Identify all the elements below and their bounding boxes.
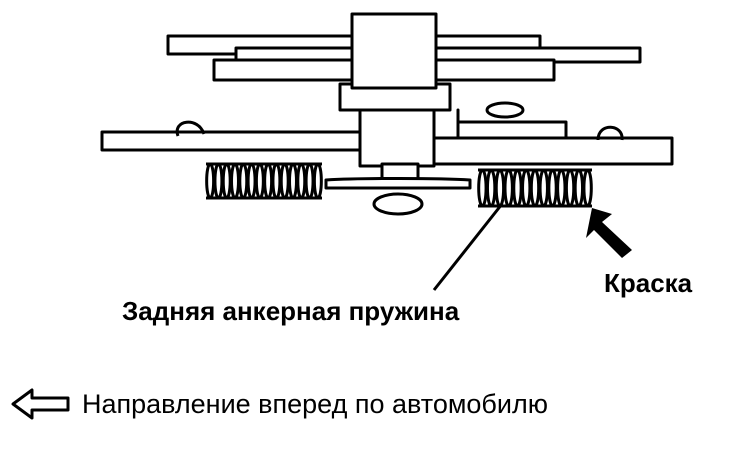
spring-coil <box>254 162 265 200</box>
main-lever-plate <box>100 130 362 152</box>
spring-coil <box>512 168 523 208</box>
spring-coil <box>477 168 488 208</box>
spring-coil <box>279 162 290 200</box>
right-coil-spring <box>477 168 593 208</box>
lower-washer <box>372 192 424 216</box>
spring-coil <box>503 168 514 208</box>
left-arrow-outline-icon <box>11 388 70 420</box>
paint-arrow-icon <box>586 208 632 258</box>
spring-coil <box>205 162 216 200</box>
forward-direction-legend: Направление вперед по автомобилю <box>10 382 548 426</box>
left-coil-spring <box>205 162 323 200</box>
spring-coil <box>213 162 224 200</box>
spring-coil <box>521 168 532 208</box>
spring-coil <box>271 162 282 200</box>
spring-coil <box>221 162 232 200</box>
spring-coil <box>296 162 307 200</box>
spring-coil <box>538 168 549 208</box>
spring-coil <box>485 168 497 208</box>
spring-coil <box>288 162 298 200</box>
spring-coil <box>564 168 576 208</box>
spring-coil <box>573 168 585 208</box>
spring-coil <box>304 162 315 200</box>
main-lever-plate-right <box>428 136 674 166</box>
spring-coil <box>312 162 323 200</box>
spring-coil <box>494 168 506 208</box>
spring-coil <box>263 162 274 200</box>
spring-coil <box>529 168 541 208</box>
bolt-head <box>350 12 438 90</box>
spring-coil <box>246 162 257 200</box>
spring-leader-line <box>432 203 504 291</box>
spring-coil <box>547 168 558 208</box>
rear-anchor-spring-label: Задняя анкерная пружина <box>122 296 460 326</box>
right-spring-hook <box>596 125 624 141</box>
right-bracket-knob <box>485 101 525 119</box>
direction-text: Направление вперед по автомобилю <box>82 388 548 419</box>
spring-coil <box>230 162 240 200</box>
retainer-clip <box>324 177 472 190</box>
paint-label: Краска <box>604 268 693 298</box>
spring-coil <box>556 168 567 208</box>
spring-coil <box>582 168 593 208</box>
left-spring-hook <box>175 120 206 137</box>
spring-coil <box>238 162 249 200</box>
central-stud <box>358 108 436 168</box>
